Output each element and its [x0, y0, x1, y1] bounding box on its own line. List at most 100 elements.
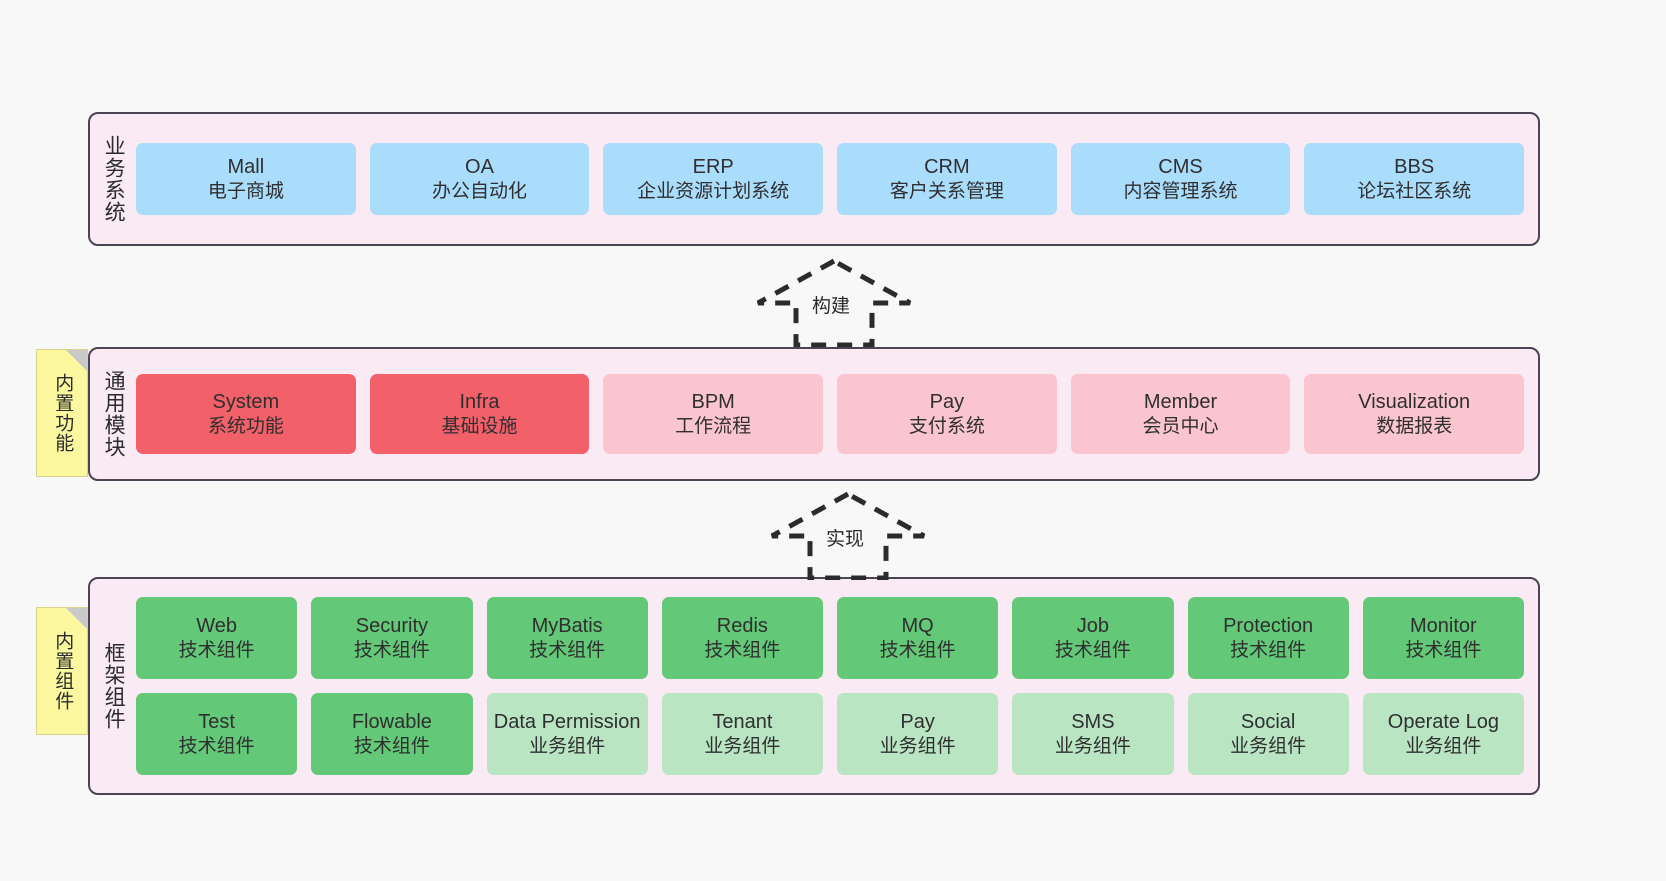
component-subtitle: 业务组件 [704, 735, 781, 757]
component-card-social[interactable]: Social 业务组件 [1187, 693, 1349, 775]
connector-label-build: 构建 [812, 296, 851, 317]
component-subtitle: 技术组件 [1230, 639, 1307, 661]
component-card-monitor[interactable]: Monitor 技术组件 [1362, 597, 1524, 679]
layer-panel-common: 通用模块 System 系统功能 Infra 基础设施 BPM 工作流程 Pay… [88, 347, 1540, 481]
component-name: Infra [459, 391, 500, 414]
component-row: Web 技术组件 Security 技术组件 MyBatis 技术组件 Redi… [136, 597, 1524, 679]
page-fold-icon [66, 350, 87, 371]
layer-body-common: System 系统功能 Infra 基础设施 BPM 工作流程 Pay 支付系统… [136, 349, 1538, 479]
component-subtitle: 电子商城 [207, 180, 284, 202]
component-subtitle: 技术组件 [353, 735, 430, 757]
component-subtitle: 业务组件 [1054, 735, 1131, 757]
component-name: CRM [924, 156, 970, 179]
component-card-cms[interactable]: CMS 内容管理系统 [1070, 143, 1291, 215]
component-card-crm[interactable]: CRM 客户关系管理 [837, 143, 1057, 215]
layer-body-framework: Web 技术组件 Security 技术组件 MyBatis 技术组件 Redi… [136, 579, 1538, 793]
component-card-flowable[interactable]: Flowable 技术组件 [311, 693, 473, 775]
component-card-data-permission[interactable]: Data Permission 业务组件 [486, 693, 648, 775]
component-subtitle: 基础设施 [441, 415, 518, 437]
component-subtitle: 业务组件 [1405, 735, 1482, 757]
component-card-infra[interactable]: Infra 基础设施 [369, 374, 590, 454]
component-card-system[interactable]: System 系统功能 [136, 374, 356, 454]
component-subtitle: 技术组件 [1054, 639, 1131, 661]
component-subtitle: 技术组件 [178, 639, 255, 661]
component-card-oa[interactable]: OA 办公自动化 [369, 143, 590, 215]
component-card-member[interactable]: Member 会员中心 [1070, 374, 1291, 454]
component-card-test[interactable]: Test 技术组件 [136, 693, 298, 775]
connector-label-implement: 实现 [826, 529, 865, 550]
component-name: Visualization [1358, 391, 1471, 414]
component-card-bpm[interactable]: BPM 工作流程 [603, 374, 824, 454]
component-subtitle: 系统功能 [207, 415, 284, 437]
component-name: Data Permission [493, 711, 641, 734]
component-card-mybatis[interactable]: MyBatis 技术组件 [486, 597, 648, 679]
component-subtitle: 内容管理系统 [1123, 180, 1238, 202]
component-subtitle: 办公自动化 [432, 180, 528, 202]
component-row: Mall 电子商城 OA 办公自动化 ERP 企业资源计划系统 CRM 客户关系… [136, 143, 1525, 215]
component-subtitle: 数据报表 [1376, 415, 1453, 437]
component-card-web[interactable]: Web 技术组件 [136, 597, 298, 679]
component-name: Mall [227, 156, 265, 179]
component-subtitle: 业务组件 [1230, 735, 1307, 757]
component-card-mq[interactable]: MQ 技术组件 [837, 597, 999, 679]
component-subtitle: 技术组件 [704, 639, 781, 661]
component-name: Redis [716, 615, 768, 638]
component-name: BBS [1394, 156, 1435, 179]
component-name: Member [1143, 391, 1218, 414]
component-subtitle: 会员中心 [1142, 415, 1219, 437]
component-card-job[interactable]: Job 技术组件 [1012, 597, 1174, 679]
component-name: Tenant [712, 711, 773, 734]
component-subtitle: 支付系统 [908, 415, 985, 437]
component-card-redis[interactable]: Redis 技术组件 [661, 597, 823, 679]
component-card-erp[interactable]: ERP 企业资源计划系统 [603, 143, 824, 215]
component-name: Pay [929, 391, 965, 414]
component-subtitle: 技术组件 [353, 639, 430, 661]
component-subtitle: 业务组件 [879, 735, 956, 757]
component-card-bbs[interactable]: BBS 论坛社区系统 [1304, 143, 1525, 215]
component-name: Operate Log [1387, 711, 1499, 734]
component-subtitle: 技术组件 [879, 639, 956, 661]
sticky-note-label: 内置功能 [52, 373, 74, 453]
layer-label-business: 业务系统 [102, 135, 126, 223]
component-subtitle: 客户关系管理 [889, 180, 1004, 202]
page-fold-icon [66, 608, 87, 629]
component-name: BPM [691, 391, 735, 414]
component-subtitle: 业务组件 [529, 735, 606, 757]
component-name: Web [196, 615, 237, 638]
component-card-pay-business[interactable]: Pay 业务组件 [837, 693, 999, 775]
component-name: Test [198, 711, 235, 734]
component-subtitle: 技术组件 [178, 735, 255, 757]
sticky-note-label: 内置组件 [52, 631, 74, 711]
component-subtitle: 技术组件 [1405, 639, 1482, 661]
component-name: Protection [1223, 615, 1314, 638]
component-name: Social [1240, 711, 1296, 734]
connector-implement-arrow [770, 491, 926, 580]
component-card-visualization[interactable]: Visualization 数据报表 [1304, 374, 1525, 454]
component-subtitle: 企业资源计划系统 [637, 180, 790, 202]
layer-label-framework: 框架组件 [102, 642, 126, 730]
component-subtitle: 论坛社区系统 [1357, 180, 1472, 202]
sticky-note-builtin-component: 内置组件 [36, 607, 88, 735]
sticky-note-builtin-function: 内置功能 [36, 349, 88, 477]
component-name: SMS [1071, 711, 1115, 734]
component-name: Monitor [1410, 615, 1477, 638]
component-name: Pay [900, 711, 935, 734]
component-card-pay[interactable]: Pay 支付系统 [837, 374, 1057, 454]
connector-build-arrow [756, 258, 912, 347]
component-card-tenant[interactable]: Tenant 业务组件 [661, 693, 823, 775]
component-card-operate-log[interactable]: Operate Log 业务组件 [1362, 693, 1524, 775]
layer-body-business: Mall 电子商城 OA 办公自动化 ERP 企业资源计划系统 CRM 客户关系… [136, 114, 1538, 244]
component-card-mall[interactable]: Mall 电子商城 [136, 143, 356, 215]
component-card-security[interactable]: Security 技术组件 [311, 597, 473, 679]
component-name: MQ [901, 615, 934, 638]
component-name: Security [355, 615, 428, 638]
layer-panel-business: 业务系统 Mall 电子商城 OA 办公自动化 ERP 企业资源计划系统 CRM… [88, 112, 1540, 246]
component-name: Job [1076, 615, 1109, 638]
component-card-protection[interactable]: Protection 技术组件 [1187, 597, 1349, 679]
component-row: System 系统功能 Infra 基础设施 BPM 工作流程 Pay 支付系统… [136, 374, 1525, 454]
component-card-sms[interactable]: SMS 业务组件 [1012, 693, 1174, 775]
component-name: Flowable [351, 711, 432, 734]
component-row: Test 技术组件 Flowable 技术组件 Data Permission … [136, 693, 1524, 775]
component-name: MyBatis [531, 615, 603, 638]
